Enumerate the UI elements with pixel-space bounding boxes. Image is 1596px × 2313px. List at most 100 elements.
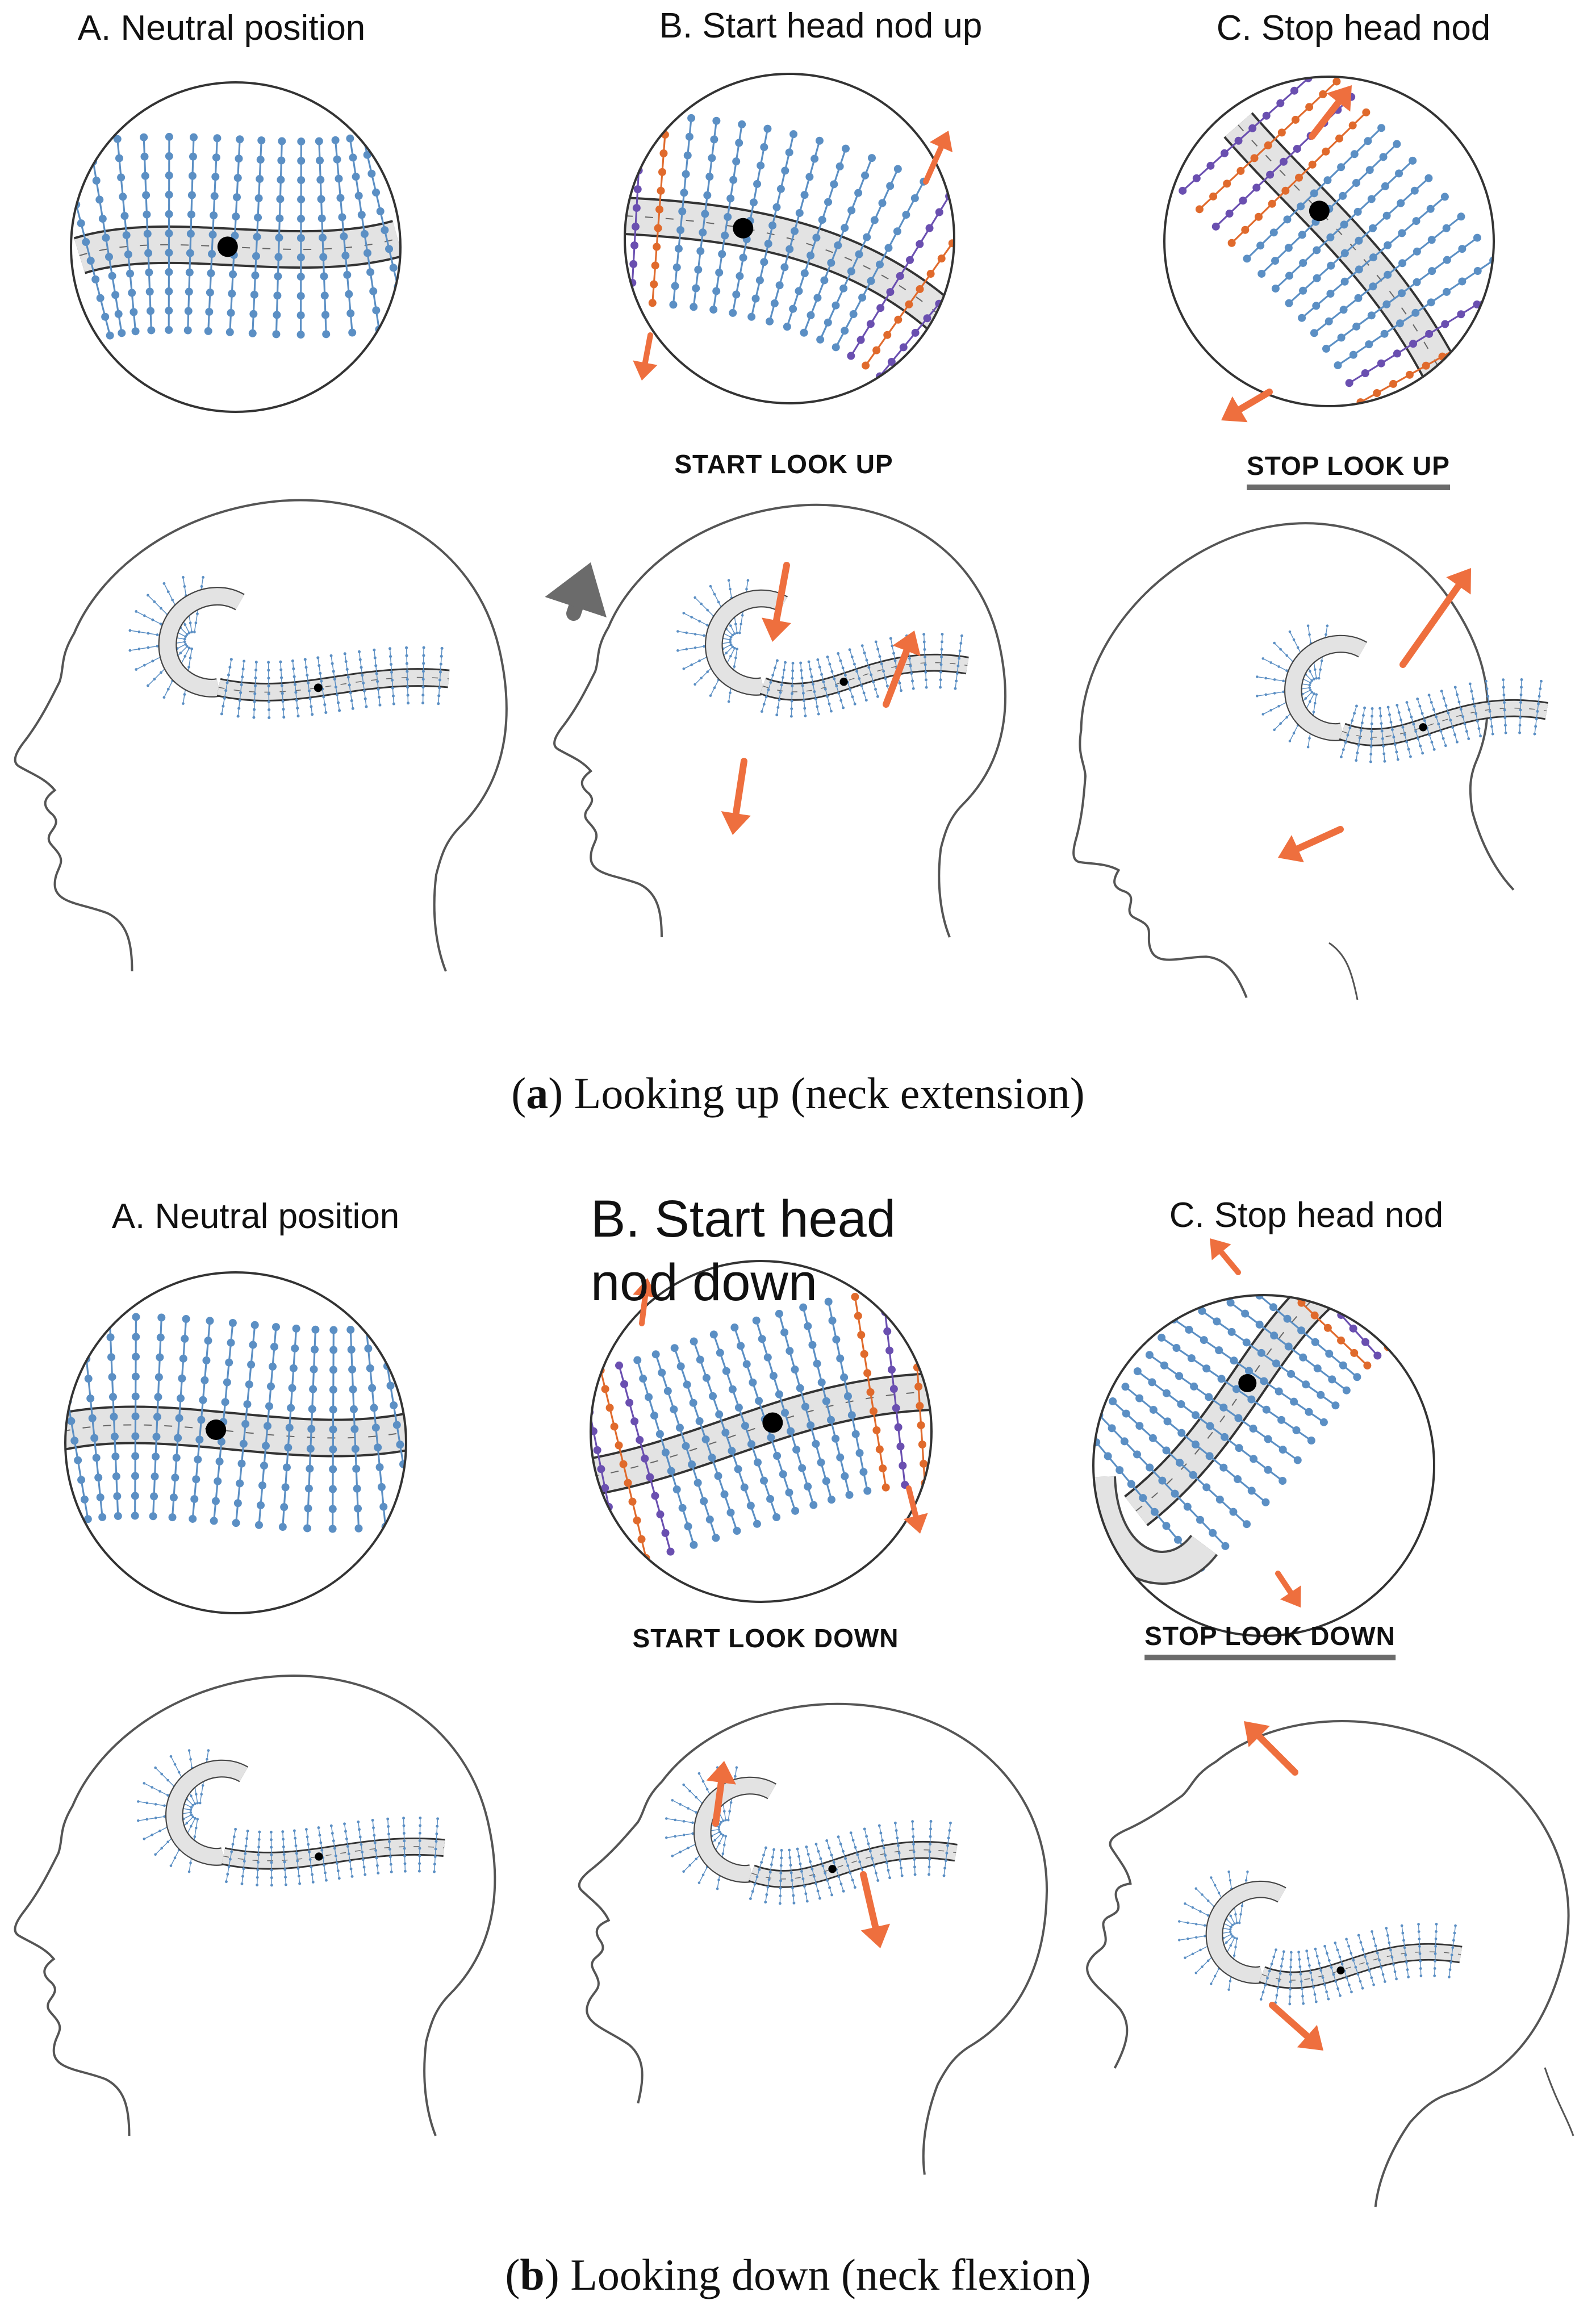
fiber-bead bbox=[241, 667, 245, 671]
fiber-bead bbox=[817, 712, 820, 716]
fiber-bead bbox=[772, 1848, 776, 1851]
hook-band bbox=[166, 1761, 248, 1865]
arrow-c-up-head bbox=[1326, 85, 1352, 112]
fiber-bead bbox=[736, 648, 739, 650]
fiber-bead bbox=[145, 268, 153, 277]
fiber-bead bbox=[357, 650, 361, 653]
caption-b: (b) Looking down (neck flexion) bbox=[505, 2250, 1091, 2299]
fiber-bead bbox=[1395, 1977, 1398, 1981]
fiber-bead bbox=[1372, 1937, 1376, 1940]
fiber-bead bbox=[343, 270, 352, 279]
fiber-bead bbox=[388, 1848, 391, 1851]
fiber-bead bbox=[137, 648, 141, 650]
fiber-bead bbox=[779, 1872, 783, 1875]
fiber-bead bbox=[734, 623, 737, 626]
fiber-bead bbox=[1384, 411, 1392, 419]
fiber-bead bbox=[1301, 1994, 1304, 1998]
fiber-bead bbox=[776, 706, 780, 709]
fiber-bead bbox=[364, 1873, 367, 1876]
fiber-bead bbox=[1376, 1951, 1379, 1955]
fiber-bead bbox=[738, 120, 746, 128]
fiber-bead bbox=[271, 1323, 280, 1331]
fiber-bead bbox=[804, 1322, 812, 1330]
fiber-bead bbox=[1371, 707, 1374, 710]
fiber-bead bbox=[858, 293, 867, 302]
fiber-bead bbox=[308, 1405, 316, 1413]
fiber-bead bbox=[1385, 1927, 1388, 1930]
fiber-bead bbox=[1384, 270, 1392, 279]
fiber-bead bbox=[1456, 693, 1459, 696]
zoom-neutral-up bbox=[70, 81, 402, 413]
fiber-bead bbox=[1299, 286, 1307, 295]
fiber-bead bbox=[729, 1801, 733, 1804]
fiber-bead bbox=[1310, 329, 1318, 337]
fiber-bead bbox=[912, 1850, 916, 1853]
fiber-bead bbox=[1340, 277, 1349, 286]
fiber-bead bbox=[172, 1454, 181, 1462]
fiber-bead bbox=[131, 1452, 140, 1460]
fiber-bead bbox=[282, 1845, 285, 1848]
fiber-bead bbox=[805, 173, 814, 181]
fiber-bead bbox=[749, 198, 758, 207]
fiber-bead bbox=[349, 691, 352, 695]
fiber-bead bbox=[398, 301, 400, 310]
fiber-bead bbox=[376, 680, 379, 683]
fiber-bead bbox=[189, 1757, 192, 1761]
fiber-bead bbox=[1275, 1994, 1279, 1997]
fiber-bead bbox=[926, 270, 935, 278]
fiber-bead bbox=[854, 1846, 857, 1849]
fiber-bead bbox=[1227, 1988, 1230, 1991]
fiber-bead bbox=[296, 707, 299, 710]
fiber-bead bbox=[698, 659, 701, 662]
arrow-bd-down bbox=[906, 1485, 919, 1519]
fiber-bead bbox=[1330, 1270, 1338, 1278]
fiber-bead bbox=[651, 1350, 660, 1359]
fiber-bead bbox=[276, 195, 285, 203]
fiber-bead bbox=[1247, 1395, 1256, 1404]
fiber-bead bbox=[282, 708, 285, 711]
fiber-bead bbox=[1176, 1459, 1184, 1467]
fiber-bead bbox=[205, 307, 214, 316]
fiber-bead bbox=[1254, 212, 1263, 221]
fiber-bead bbox=[128, 629, 132, 632]
fiber-bead bbox=[760, 1476, 768, 1485]
fiber-bead bbox=[1443, 287, 1451, 296]
fiber-bead bbox=[1338, 1955, 1342, 1959]
fiber-bead bbox=[706, 670, 709, 674]
fiber-bead bbox=[102, 233, 110, 242]
fiber-bead bbox=[334, 1854, 337, 1857]
fiber-bead bbox=[224, 689, 228, 692]
fiber-bead bbox=[296, 253, 305, 262]
arrow-b-right-head bbox=[892, 631, 921, 657]
fiber-bead bbox=[374, 1443, 382, 1452]
fiber-bead bbox=[1400, 1924, 1403, 1927]
fiber-bead bbox=[166, 1840, 169, 1844]
fiber-bead bbox=[900, 689, 903, 692]
fiber-bead bbox=[900, 1867, 903, 1870]
fiber-bead bbox=[696, 247, 705, 256]
panel-b-title-up: B. Start head nod up bbox=[659, 6, 983, 45]
fiber-bead bbox=[297, 215, 306, 223]
fiber-bead bbox=[778, 698, 781, 702]
fiber-bead bbox=[653, 243, 661, 251]
fiber-bead bbox=[785, 148, 793, 157]
fiber-bead bbox=[728, 1810, 731, 1813]
fiber-bead bbox=[924, 671, 927, 674]
fiber-bead bbox=[1310, 189, 1318, 198]
fiber-bead bbox=[1470, 690, 1473, 693]
fiber-bead bbox=[284, 1883, 287, 1886]
fiber-bead bbox=[1229, 1914, 1232, 1918]
fiber-bead bbox=[1276, 1986, 1280, 1990]
fiber-bead bbox=[729, 638, 732, 641]
fiber-bead bbox=[206, 1317, 214, 1325]
fiber-bead bbox=[406, 694, 410, 697]
fiber-bead bbox=[357, 1821, 360, 1823]
fiber-bead bbox=[863, 233, 871, 241]
fiber-bead bbox=[270, 1846, 273, 1849]
fiber-bead bbox=[194, 1817, 197, 1820]
fiber-bead bbox=[289, 1364, 298, 1372]
fiber-bead bbox=[773, 1452, 782, 1460]
fiber-bead bbox=[1275, 1948, 1277, 1951]
fiber-bead bbox=[348, 683, 351, 687]
fiber-bead bbox=[346, 134, 354, 143]
